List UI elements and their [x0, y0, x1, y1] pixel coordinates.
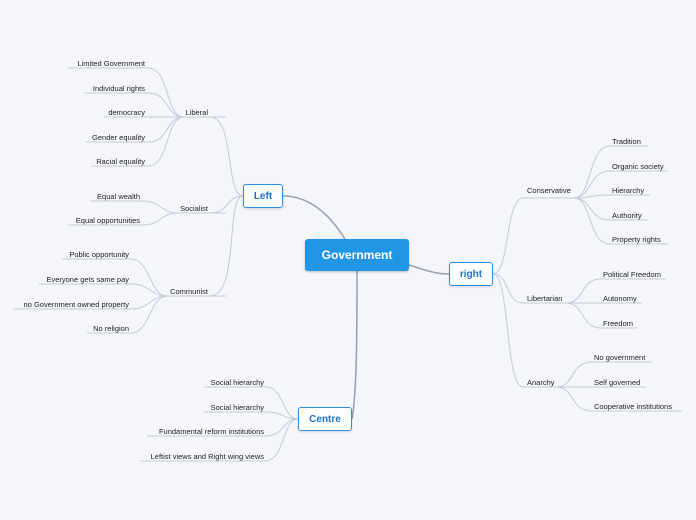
- main-topic-centre[interactable]: Centre: [298, 407, 352, 431]
- subtopic-anarchy[interactable]: Anarchy: [527, 378, 555, 387]
- anarchy-item[interactable]: No government: [594, 353, 646, 362]
- communist-item[interactable]: No religion: [93, 324, 129, 333]
- centre-item[interactable]: Leftist views and Right wing views: [150, 452, 264, 461]
- communist-item[interactable]: Public opportunity: [69, 250, 129, 259]
- centre-item[interactable]: Social hierarchy: [210, 403, 264, 412]
- main-topic-left[interactable]: Left: [243, 184, 283, 208]
- socialist-item[interactable]: Equal opportunities: [75, 216, 140, 225]
- label-underlines: [13, 67, 682, 462]
- socialist-item[interactable]: Equal wealth: [97, 192, 140, 201]
- subtopic-communist[interactable]: Communist: [170, 287, 208, 296]
- liberal-item[interactable]: Individual rights: [92, 84, 145, 93]
- main-topic-right-label: right: [459, 268, 483, 280]
- connector-lines: [130, 67, 611, 462]
- anarchy-item[interactable]: Self governed: [594, 378, 641, 387]
- communist-item[interactable]: no Government owned property: [23, 300, 129, 309]
- liberal-item[interactable]: Racial equality: [96, 157, 145, 166]
- subtopic-conservative[interactable]: Conservative: [527, 186, 571, 195]
- conservative-item[interactable]: Authority: [612, 211, 642, 220]
- subtopic-libertarian[interactable]: Libertarian: [527, 294, 563, 303]
- conservative-item[interactable]: Hierarchy: [612, 186, 645, 195]
- conservative-item[interactable]: Property rights: [612, 235, 661, 244]
- liberal-item[interactable]: Gender equality: [92, 133, 145, 142]
- central-topic-label: Government: [321, 248, 393, 262]
- communist-item[interactable]: Everyone gets same pay: [46, 275, 129, 284]
- anarchy-item[interactable]: Cooperative institutions: [594, 402, 672, 411]
- liberal-item[interactable]: Limited Government: [77, 59, 145, 68]
- libertarian-item[interactable]: Freedom: [603, 319, 634, 328]
- conservative-item[interactable]: Organic society: [612, 162, 664, 171]
- conservative-item[interactable]: Tradition: [612, 137, 641, 146]
- main-topic-left-label: Left: [253, 190, 273, 202]
- liberal-item[interactable]: democracy: [108, 108, 145, 117]
- subtopic-socialist[interactable]: Socialist: [180, 204, 208, 213]
- centre-item[interactable]: Social hierarchy: [210, 378, 264, 387]
- central-topic-government[interactable]: Government: [305, 239, 409, 271]
- libertarian-item[interactable]: Political Freedom: [603, 270, 661, 279]
- main-topic-centre-label: Centre: [309, 413, 341, 425]
- centre-item[interactable]: Fundamental reform institutions: [158, 427, 264, 436]
- subtopic-liberal[interactable]: Liberal: [185, 108, 208, 117]
- main-topic-right[interactable]: right: [449, 262, 493, 286]
- libertarian-item[interactable]: Autonomy: [603, 294, 637, 303]
